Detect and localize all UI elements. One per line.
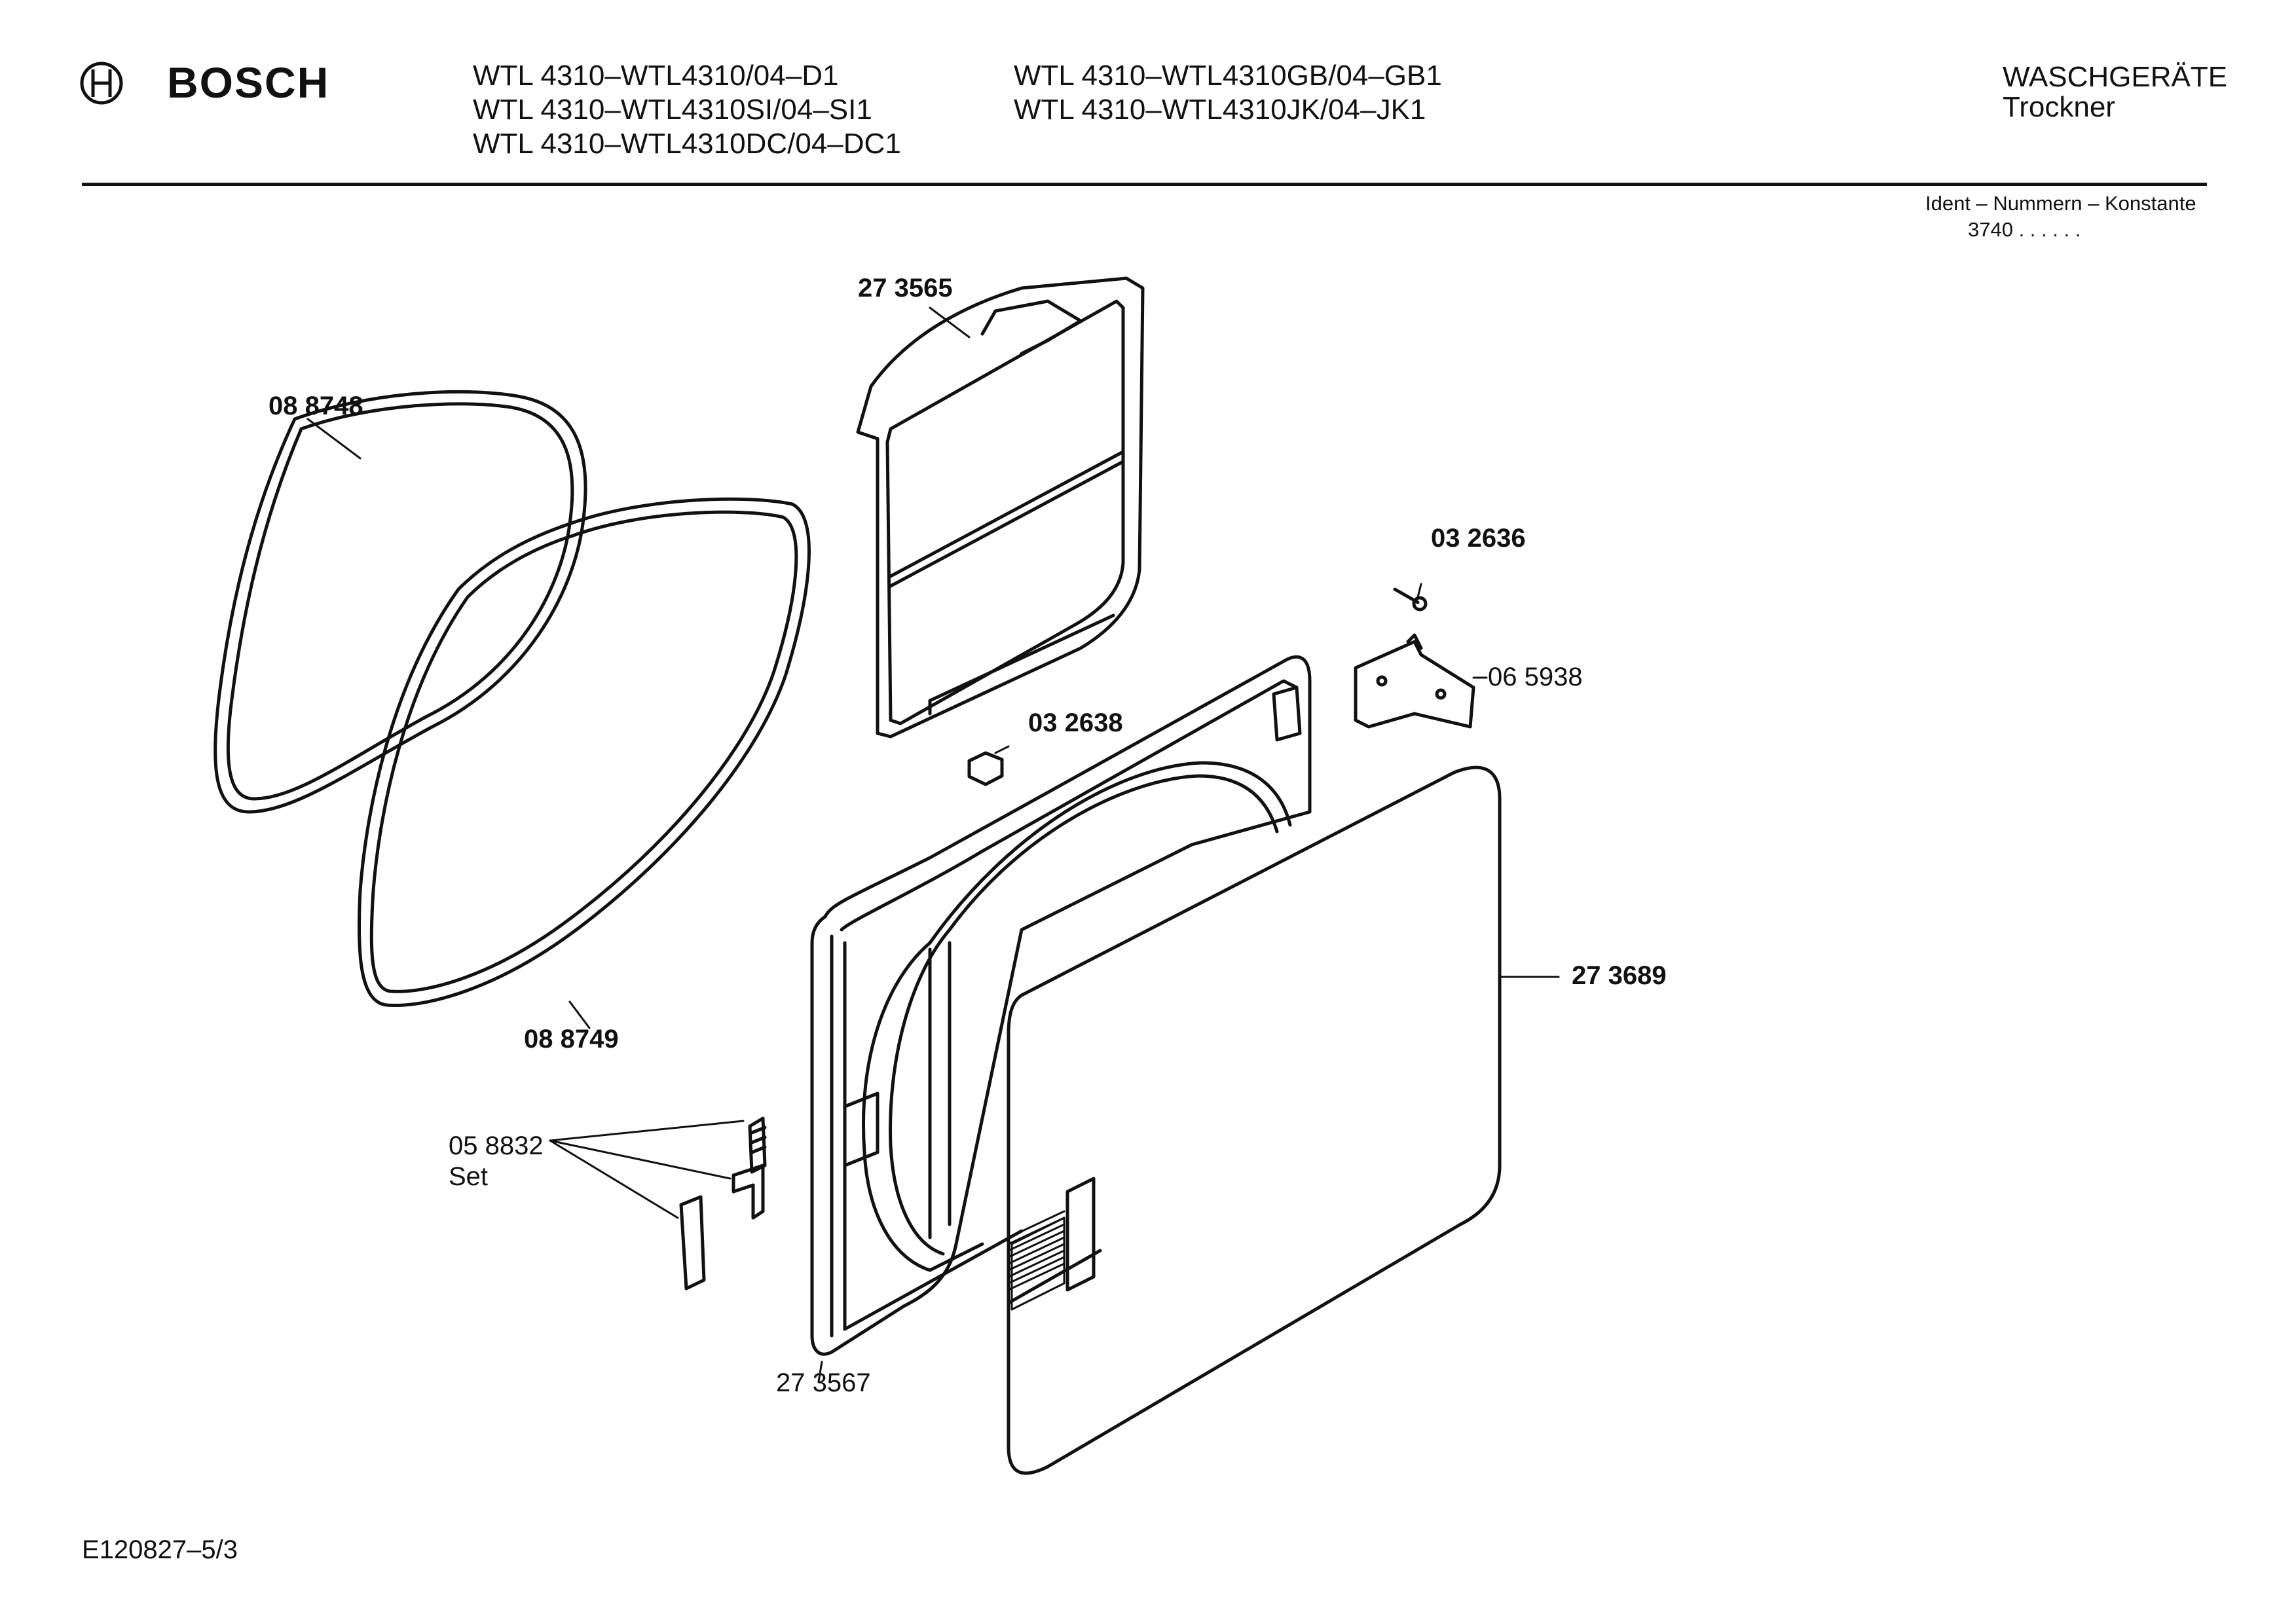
part-label-088748: 08 8748 xyxy=(268,392,363,420)
part-label-088749: 08 8749 xyxy=(524,1025,619,1053)
header-divider xyxy=(82,183,2207,186)
gasket-088749-shape xyxy=(357,497,811,1007)
part-label-032638: 03 2638 xyxy=(1028,708,1123,737)
filter-273565-shape xyxy=(856,276,1145,739)
model-left-2: WTL 4310–WTL4310SI/04–SI1 xyxy=(473,94,872,126)
model-left-1: WTL 4310–WTL4310/04–D1 xyxy=(473,60,839,92)
bosch-logo-icon xyxy=(80,62,123,105)
door-frame-273567-shape xyxy=(810,655,1312,1356)
leader-lines xyxy=(306,306,1560,1383)
brand-name: BOSCH xyxy=(167,58,330,107)
model-left-3: WTL 4310–WTL4310DC/04–DC1 xyxy=(473,128,901,160)
part-label-273565: 27 3565 xyxy=(858,274,953,302)
part-label-065938: 06 5938 xyxy=(1488,663,1583,691)
model-right-1: WTL 4310–WTL4310GB/04–GB1 xyxy=(1014,60,1442,92)
ident-value: 3740 . . . . . . xyxy=(1968,218,2081,241)
part-label-058832-set: Set xyxy=(449,1162,489,1191)
gasket-088748-shape xyxy=(213,390,587,814)
document-id: E120827–5/3 xyxy=(82,1535,238,1564)
clip-032638-shape xyxy=(967,751,1004,786)
door-panel-273689-shape xyxy=(1007,765,1502,1475)
category-title: WASCHGERÄTE xyxy=(2003,61,2228,93)
part-label-273689: 27 3689 xyxy=(1572,961,1667,990)
screw-032636-shape xyxy=(1393,587,1428,612)
ident-label: Ident – Nummern – Konstante xyxy=(1925,192,2196,215)
part-label-273567: 27 3567 xyxy=(776,1368,871,1397)
part-label-032636: 03 2636 xyxy=(1431,524,1526,553)
subcategory-title: Trockner xyxy=(2003,91,2115,123)
latch-set-058832-shape xyxy=(679,1116,767,1291)
door-grille-shape xyxy=(1007,1210,1065,1291)
model-right-2: WTL 4310–WTL4310JK/04–JK1 xyxy=(1014,94,1426,126)
hinge-065938-shape xyxy=(1354,633,1475,729)
part-label-058832: 05 8832 xyxy=(449,1131,544,1160)
